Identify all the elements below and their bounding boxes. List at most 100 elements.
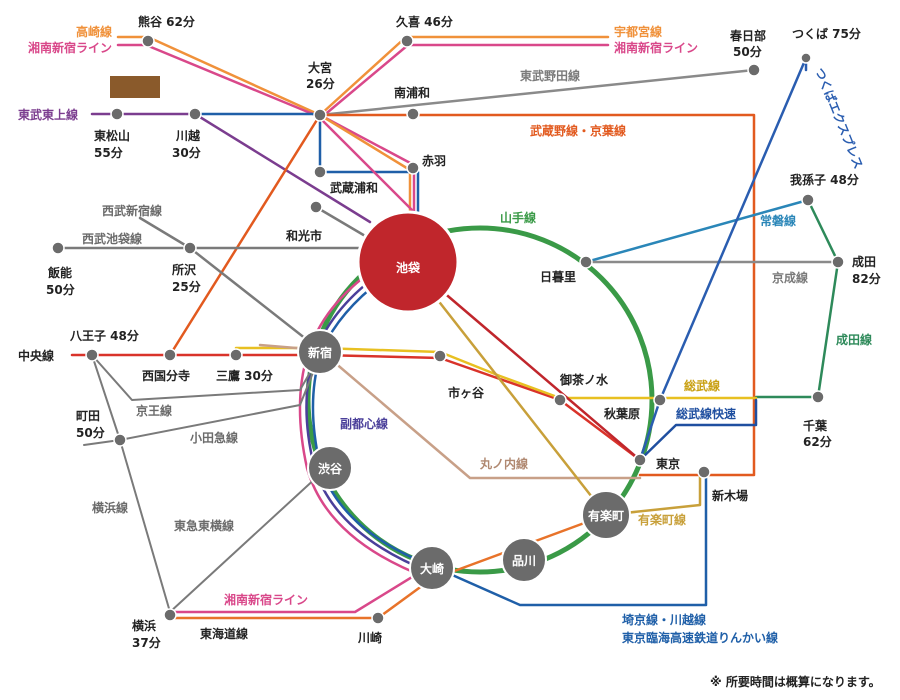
station-mitaka[interactable] [229, 348, 243, 362]
narita-label: 成田 [852, 254, 876, 269]
station-hachioji[interactable] [85, 348, 99, 362]
sobu-rapid-line-label: 総武線快速 [676, 406, 736, 421]
saikyo-line-label: 埼京線・川越線 [622, 612, 706, 627]
station-musashi-urawa[interactable] [313, 165, 327, 179]
station-kumagaya[interactable] [141, 34, 155, 48]
kuki-label: 久喜 46分 [396, 14, 453, 29]
station-nippori[interactable] [579, 255, 593, 269]
station-osaki[interactable] [409, 545, 455, 591]
station-chiba[interactable] [811, 390, 825, 404]
machida-label: 町田 [76, 409, 100, 423]
kasukabe-label: 春日部 [729, 28, 766, 43]
ichigaya-label: 市ヶ谷 [448, 385, 485, 400]
ikebukuro-hub[interactable] [356, 210, 460, 314]
chiba-time: 62分 [803, 434, 832, 449]
station-kawagoe[interactable] [188, 107, 202, 121]
kawagoe-time: 30分 [172, 145, 201, 160]
station-akihabara[interactable] [653, 393, 667, 407]
musashino-line-label: 武蔵野線・京葉線 [530, 123, 626, 138]
sobu-rapid-line [638, 398, 758, 462]
kawagoe-label: 川越 [175, 128, 201, 143]
station-shinagawa[interactable] [501, 537, 547, 583]
station-ochanomizu[interactable] [553, 393, 567, 407]
kawasaki-label: 川崎 [357, 630, 382, 645]
station-minami-urawa[interactable] [406, 107, 420, 121]
yurakucho-label: 有楽町 [588, 508, 624, 523]
yokohama-line-label: 横浜線 [92, 500, 128, 515]
yokohama-label: 横浜 [132, 618, 156, 633]
station-ichigaya[interactable] [433, 349, 447, 363]
omiya-time: 26分 [306, 76, 335, 91]
station-omiya[interactable] [313, 108, 327, 122]
saikyo-line-inner [311, 260, 434, 568]
tobu-noda-line-label: 東武野田線 [520, 68, 580, 83]
fukutoshin-line-inner [305, 256, 432, 574]
station-kawasaki[interactable] [371, 611, 385, 625]
footnote: ※ 所要時間は概算になります。 [710, 674, 881, 689]
keio-line-label: 京王線 [136, 403, 172, 418]
minami-urawa-label: 南浦和 [394, 85, 430, 100]
station-yokohama[interactable] [163, 608, 177, 622]
station-narita[interactable] [831, 255, 845, 269]
hanno-label: 飯能 [47, 265, 72, 280]
keisei-line-label: 京成線 [772, 270, 808, 285]
station-shinkiba[interactable] [697, 465, 711, 479]
tokorozawa-time: 25分 [172, 279, 201, 294]
ikebukuro-label: 池袋 [396, 260, 421, 275]
tobu-noda-line [318, 68, 756, 117]
yurakucho-line-label: 有楽町線 [638, 512, 686, 527]
station-abiko[interactable] [801, 193, 815, 207]
station-yurakucho[interactable] [581, 490, 631, 540]
tokyu-toyoko-line [169, 464, 331, 613]
musashi-urawa-label: 武蔵浦和 [330, 180, 378, 195]
kumagaya-label: 熊谷 62分 [138, 14, 195, 29]
shonan-line-inner [298, 253, 430, 580]
station-wakoshi[interactable] [309, 200, 323, 214]
wakoshi-branch [314, 205, 374, 242]
shonan-omiya-ikebukuro-upper [318, 116, 414, 212]
shinjuku-label: 新宿 [308, 345, 332, 360]
station-shibuya[interactable] [307, 445, 353, 491]
station-hanno[interactable] [51, 241, 65, 255]
station-akabane[interactable] [406, 161, 420, 175]
machida-time: 50分 [76, 425, 105, 440]
station-tokorozawa[interactable] [183, 241, 197, 255]
shinagawa-label: 品川 [512, 554, 536, 568]
station-machida[interactable] [113, 433, 127, 447]
akihabara-label: 秋葉原 [604, 406, 640, 421]
station-kuki[interactable] [400, 34, 414, 48]
tobu-tojo-line-label: 東武東上線 [18, 107, 78, 122]
akabane-label: 赤羽 [422, 153, 446, 168]
chiba-label: 千葉 [803, 418, 828, 433]
utsunomiya-line-label: 宇都宮線 [614, 24, 662, 39]
seibu-ikebukuro-line-label: 西武池袋線 [82, 231, 142, 246]
shibuya-label: 渋谷 [318, 461, 343, 476]
tsukuba-label: つくば 75分 [792, 26, 861, 41]
station-tokyo[interactable] [633, 453, 647, 467]
station-tsukuba[interactable] [800, 52, 812, 64]
fukutoshin-line-label: 副都心線 [340, 416, 388, 431]
odakyu-line-label: 小田急線 [190, 430, 238, 445]
saikyo-rinkai-line [430, 470, 708, 607]
yamanote-line [305, 225, 655, 575]
higashi-matsuyama-label: 東松山 [94, 128, 130, 143]
chuo-line-label: 中央線 [18, 348, 54, 363]
shonan-line-label-left: 湘南新宿ライン [28, 40, 112, 55]
tokorozawa-label: 所沢 [172, 262, 197, 277]
shonan-line-label-bottom: 湘南新宿ライン [224, 592, 308, 607]
joban-line [584, 198, 810, 264]
yamanote-line-label: 山手線 [500, 210, 536, 225]
higashi-matsuyama-time: 55分 [94, 145, 123, 160]
shinkiba-label: 新木場 [712, 488, 748, 503]
station-higashi-matsuyama[interactable] [110, 107, 124, 121]
sobu-line-label: 総武線 [684, 378, 720, 393]
station-shinjuku[interactable] [297, 329, 343, 375]
odakyu-line [83, 354, 321, 446]
station-kasukabe[interactable] [747, 63, 761, 77]
kasukabe-time: 50分 [733, 44, 762, 59]
station-kokubunji[interactable] [163, 348, 177, 362]
tokaido-line-label: 東海道線 [200, 626, 248, 641]
yokohama-line [91, 354, 171, 613]
takasaki-line-label: 高崎線 [76, 24, 112, 39]
osaki-label: 大崎 [420, 561, 444, 576]
